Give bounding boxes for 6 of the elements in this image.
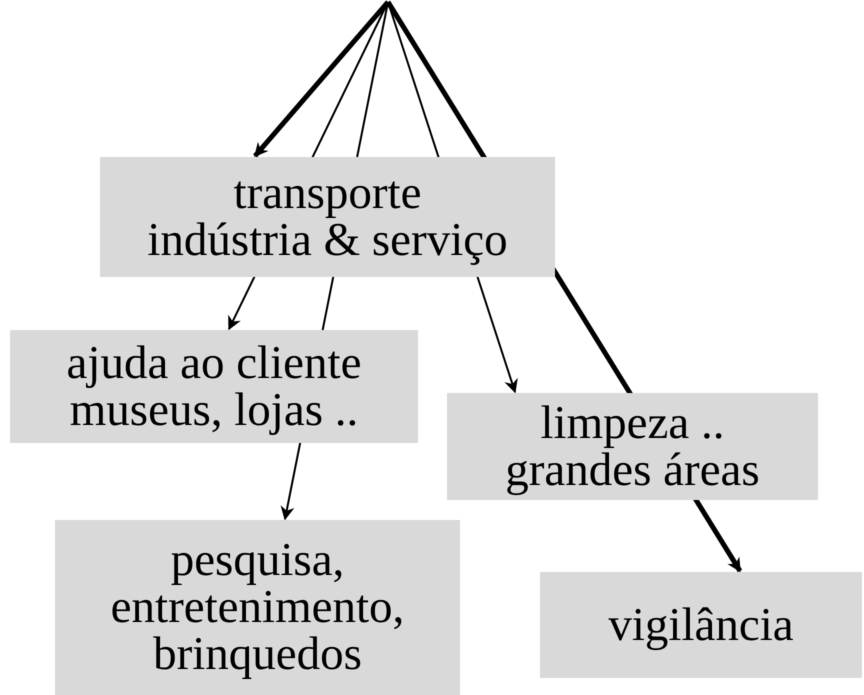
label-box: ajuda ao cliente museus, lojas .. bbox=[10, 330, 418, 443]
label-box: vigilância bbox=[540, 572, 862, 678]
label-box: limpeza .. grandes áreas bbox=[447, 393, 818, 500]
label-box: transporte indústria & serviço bbox=[100, 157, 555, 277]
label-box: pesquisa, entretenimento, brinquedos bbox=[55, 520, 460, 695]
arrow bbox=[253, 0, 390, 158]
